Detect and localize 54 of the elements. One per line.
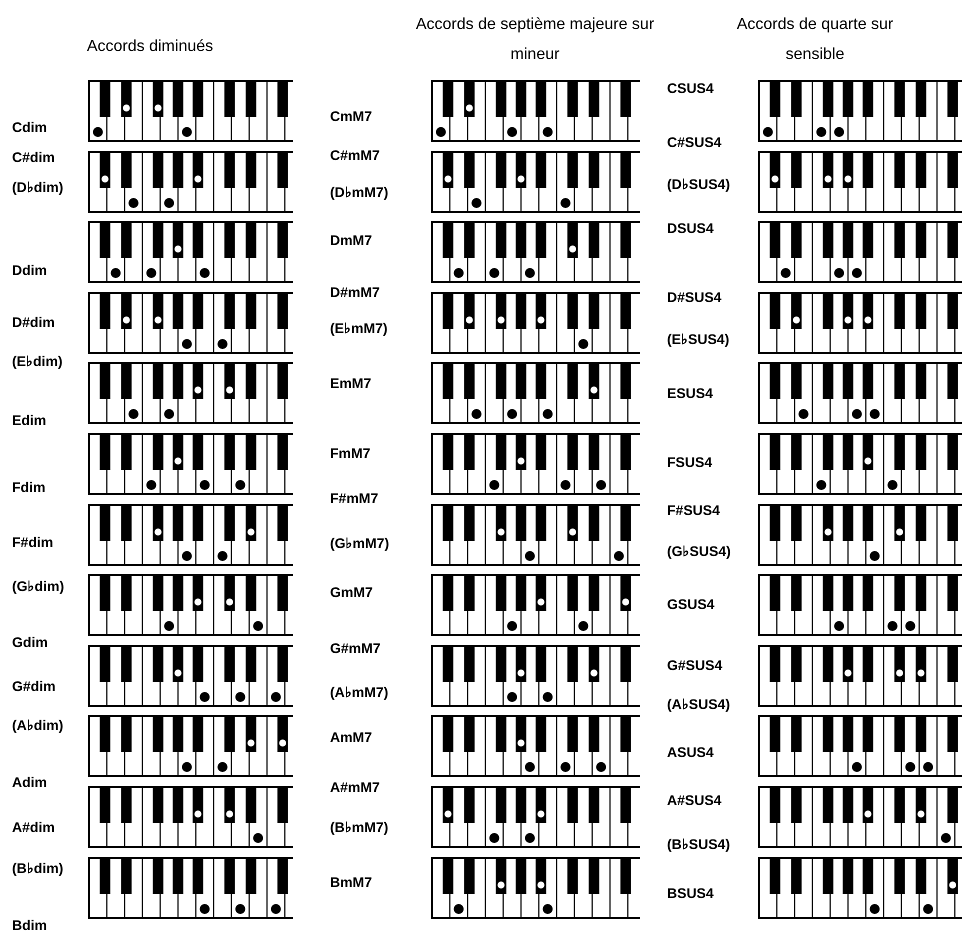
- chord-name: (B♭SUS4): [667, 836, 730, 852]
- chord-name: G#SUS4: [667, 657, 722, 673]
- chord-name: (E♭dim): [12, 353, 63, 369]
- chord-name: G#mM7: [330, 640, 381, 656]
- column-heading: Accords de septième majeure sur mineur: [415, 15, 655, 65]
- chord-name: A#dim: [12, 819, 55, 835]
- chord-name: (A♭SUS4): [667, 696, 730, 712]
- chord-name: D#SUS4: [667, 289, 722, 305]
- chord-name: (D♭dim): [12, 179, 64, 195]
- chord-name: (G♭SUS4): [667, 543, 731, 559]
- chord-name: (G♭mM7): [330, 535, 390, 551]
- chord-name: (E♭mM7): [330, 320, 388, 336]
- chord-name: DmM7: [330, 232, 372, 248]
- chord-name: F#mM7: [330, 490, 378, 506]
- chord-name: CSUS4: [667, 80, 714, 96]
- chord-name: D#dim: [12, 314, 55, 330]
- chord-name: (E♭SUS4): [667, 331, 730, 347]
- chord-name: (B♭mM7): [330, 819, 388, 835]
- chord-name: F#SUS4: [667, 502, 720, 518]
- chord-name: Edim: [12, 412, 46, 428]
- chord-name: BmM7: [330, 874, 372, 890]
- chord-name: Adim: [12, 774, 47, 790]
- chord-name: (B♭dim): [12, 860, 64, 876]
- chord-name: (A♭mM7): [330, 684, 388, 700]
- chord-name: C#mM7: [330, 147, 380, 163]
- column-heading: Accords de quarte sur sensible: [736, 15, 894, 65]
- chord-name: Gdim: [12, 634, 48, 650]
- chord-name: Ddim: [12, 262, 47, 278]
- chord-name: Cdim: [12, 119, 47, 135]
- chord-name: ASUS4: [667, 744, 714, 760]
- chord-name: C#SUS4: [667, 134, 722, 150]
- chord-name: Fdim: [12, 479, 46, 495]
- chord-name: EmM7: [330, 375, 372, 391]
- chord-name: FmM7: [330, 445, 370, 461]
- chord-name: GmM7: [330, 584, 373, 600]
- chord-name: D#mM7: [330, 284, 380, 300]
- chord-name: G#dim: [12, 678, 56, 694]
- chord-name: (D♭mM7): [330, 184, 388, 200]
- chord-name: FSUS4: [667, 454, 712, 470]
- chord-name: AmM7: [330, 729, 372, 745]
- chord-name: (D♭SUS4): [667, 176, 730, 192]
- chord-name: (A♭dim): [12, 717, 64, 733]
- column-heading: Accords diminués: [86, 37, 214, 57]
- chord-name: A#SUS4: [667, 792, 722, 808]
- chord-name: F#dim: [12, 534, 54, 550]
- chord-name: CmM7: [330, 108, 372, 124]
- chord-name: ESUS4: [667, 385, 713, 401]
- chord-name: A#mM7: [330, 779, 380, 795]
- chord-name: BSUS4: [667, 885, 714, 901]
- chord-name: (G♭dim): [12, 578, 64, 594]
- chord-name: Bdim: [12, 917, 47, 933]
- chord-name: C#dim: [12, 149, 55, 165]
- chord-name: GSUS4: [667, 596, 714, 612]
- chord-name: DSUS4: [667, 220, 714, 236]
